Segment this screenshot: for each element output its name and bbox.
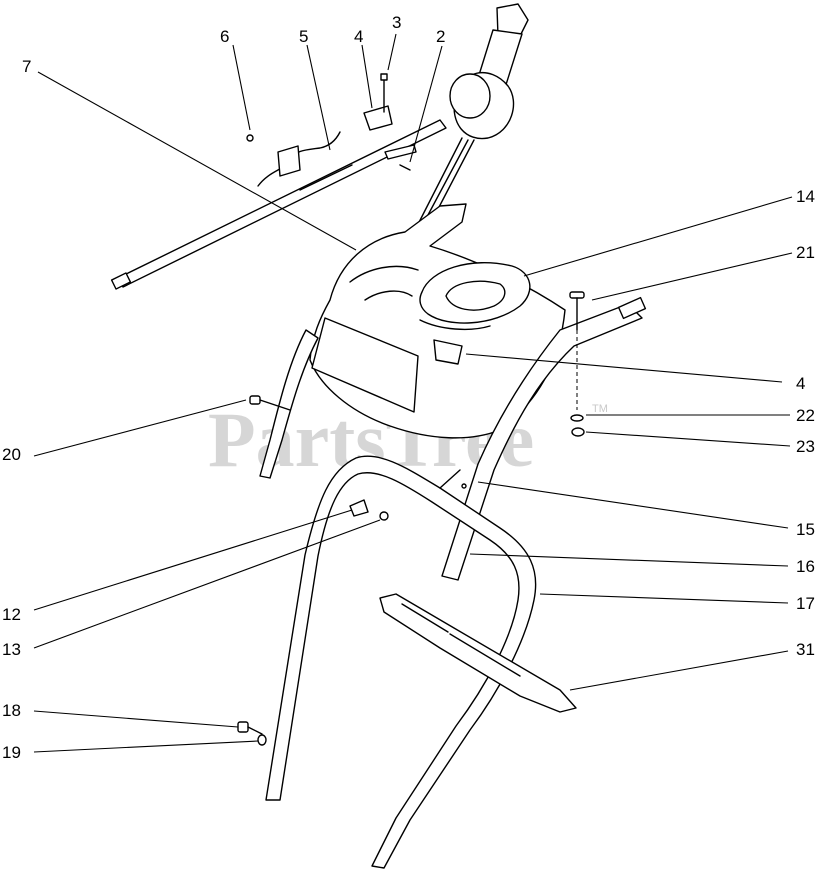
callout-6: 6 <box>220 27 229 46</box>
callout-17: 17 <box>796 594 815 613</box>
bolt-21 <box>569 291 585 331</box>
bolt-20 <box>249 395 291 411</box>
clip-top <box>363 73 393 131</box>
callout-14: 14 <box>796 187 815 206</box>
handle-cover-31 <box>379 593 577 713</box>
rod-bracket <box>246 131 341 187</box>
chute-control-rod <box>110 119 447 290</box>
callout-4-top: 4 <box>354 27 363 46</box>
callout-2: 2 <box>436 27 445 46</box>
washer-13 <box>379 511 389 521</box>
chute-deflector-assembly <box>411 3 529 237</box>
lower-handle <box>265 455 537 869</box>
watermark-trademark: TM <box>592 403 608 415</box>
upper-handle-right <box>441 296 647 581</box>
callout-20: 20 <box>2 445 21 464</box>
knob-12 <box>349 499 369 517</box>
callout-13: 13 <box>2 640 21 659</box>
callout-31: 31 <box>796 640 815 659</box>
leader-lines <box>33 33 793 753</box>
callout-12: 12 <box>2 605 21 624</box>
callout-labels: 6 5 4 3 2 7 14 21 4 22 23 20 15 16 17 31… <box>2 13 815 762</box>
washer-19 <box>257 734 267 746</box>
pin <box>384 144 417 171</box>
callout-3: 3 <box>392 13 401 32</box>
callout-5: 5 <box>299 27 308 46</box>
nut-23 <box>571 427 585 437</box>
callout-21: 21 <box>796 243 815 262</box>
callout-23: 23 <box>796 437 815 456</box>
callout-22: 22 <box>796 406 815 425</box>
callout-7: 7 <box>22 57 31 76</box>
callout-16: 16 <box>796 557 815 576</box>
upper-handle-left <box>259 329 319 479</box>
callout-18: 18 <box>2 701 21 720</box>
bolt-18 <box>237 721 263 735</box>
callout-19: 19 <box>2 743 21 762</box>
callout-15: 15 <box>796 520 815 539</box>
washer-22 <box>570 414 584 422</box>
dash-panel <box>309 203 566 439</box>
callout-4-lower: 4 <box>796 374 805 393</box>
